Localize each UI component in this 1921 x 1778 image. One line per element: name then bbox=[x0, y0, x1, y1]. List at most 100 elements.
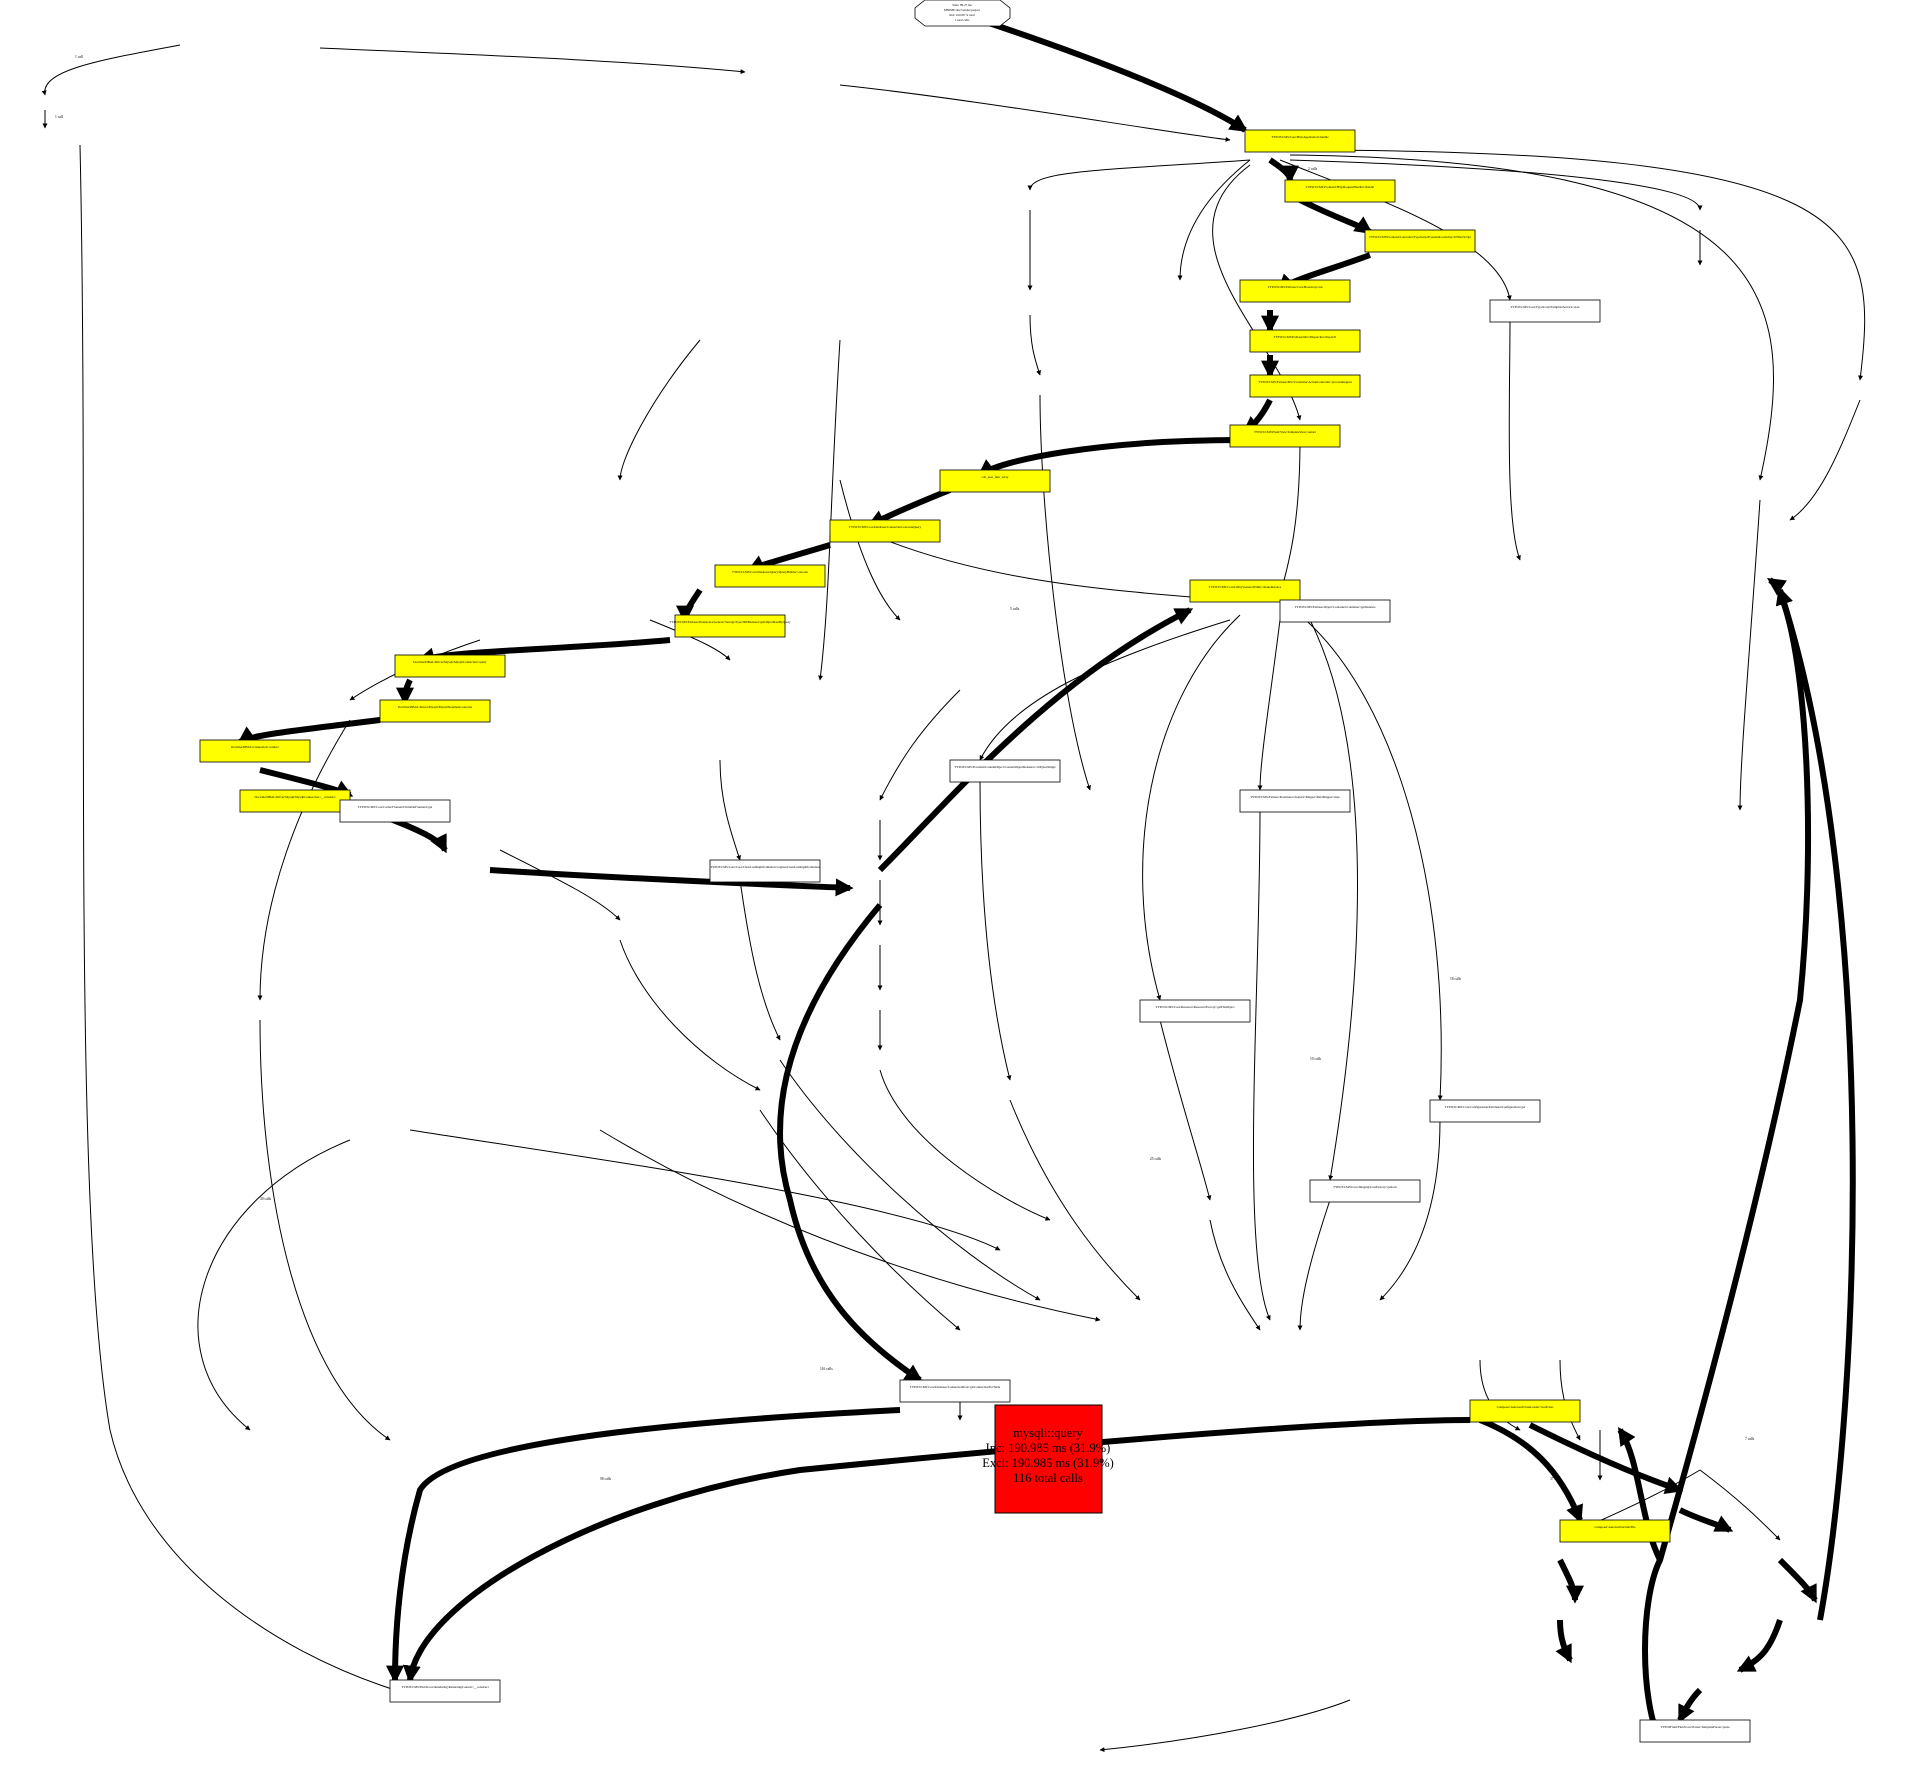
graph-node-box bbox=[1364, 229, 1476, 253]
graph-node-box bbox=[709, 859, 821, 883]
graph-node-label: TYPO3\CMS\Extbase\Persistence\Generic\St… bbox=[669, 620, 791, 624]
graph-node-box bbox=[714, 564, 826, 588]
graph-node[interactable]: TYPO3\CMS\Extbase\Persistence\Generic\Ma… bbox=[1239, 789, 1351, 813]
graph-node[interactable]: Doctrine\DBAL\Driver\Mysqli\MysqliConnec… bbox=[394, 654, 506, 678]
edge-label: 5 calls bbox=[1010, 607, 1020, 611]
graph-node-label: TYPO3\CMS\Extbase\Persistence\Generic\Ma… bbox=[1250, 795, 1340, 799]
graph-node-box bbox=[394, 654, 506, 678]
graph-node-box bbox=[1279, 599, 1391, 623]
graph-node[interactable]: TYPO3\CMS\Core\Imaging\IconFactory::getI… bbox=[1309, 1179, 1421, 1203]
graph-node-box bbox=[674, 614, 786, 638]
graph-node-box bbox=[239, 789, 351, 813]
graph-node[interactable]: TYPO3\CMS\Core\TypoScript\TemplateServic… bbox=[1489, 299, 1601, 323]
graph-node[interactable]: Composer\Autoload\includeFile bbox=[1559, 1519, 1671, 1543]
graph-node-box bbox=[899, 1379, 1011, 1403]
graph-node[interactable]: TYPO3\CMS\Frontend\Controller\TypoScript… bbox=[1364, 229, 1476, 253]
graph-node-label: TYPO3\CMS\Frontend\Controller\TypoScript… bbox=[1369, 235, 1471, 239]
graph-node[interactable]: call_user_func_array bbox=[939, 469, 1051, 493]
graph-node-box bbox=[949, 759, 1061, 783]
graph-node[interactable]: Doctrine\DBAL\Driver\Mysqli\MysqliStatem… bbox=[379, 699, 491, 723]
graph-node[interactable]: TYPO3\CMS\Core\Database\Query\QueryBuild… bbox=[714, 564, 826, 588]
graph-node[interactable]: TYPO3\CMS\Extbase\Mvc\Dispatcher::dispat… bbox=[1249, 329, 1361, 353]
graph-node[interactable]: Doctrine\DBAL\Connection::connect bbox=[199, 739, 311, 763]
edge-label: 116 calls bbox=[820, 1367, 833, 1371]
graph-node-label: Doctrine\DBAL\Driver\Mysqli\MysqliStatem… bbox=[398, 705, 473, 709]
graph-node[interactable]: Doctrine\DBAL\Driver\Mysqli\MysqliConnec… bbox=[239, 789, 351, 813]
graph-node-label: TYPO3\CMS\Core\Utility\GeneralUtility::m… bbox=[1209, 585, 1282, 589]
graph-node-label: call_user_func_array bbox=[982, 475, 1009, 479]
graph-node-label: TYPO3\CMS\Core\Core\ClassLoadingInformat… bbox=[710, 865, 820, 869]
graph-node-label: TYPO3Fluid\Fluid\Core\Parser\TemplatePar… bbox=[1660, 1725, 1730, 1729]
graph-node-box bbox=[1639, 1719, 1751, 1743]
graph-node-label: TYPO3\CMS\Fluid\Core\Rendering\Rendering… bbox=[401, 1685, 488, 1689]
graph-node-label: TYPO3\CMS\Frontend\ContentObject\Content… bbox=[954, 765, 1056, 769]
graph-node-box bbox=[1309, 1179, 1421, 1203]
graph-node[interactable]: TYPO3\CMS\Core\Cache\Frontend\VariableFr… bbox=[339, 799, 451, 823]
graph-node[interactable]: TYPO3\CMS\Frontend\ContentObject\Content… bbox=[949, 759, 1061, 783]
graph-node[interactable]: TYPO3\CMS\Core\Utility\GeneralUtility::m… bbox=[1189, 579, 1301, 603]
svg-text:$HOME/dev/vendor/project: $HOME/dev/vendor/project bbox=[944, 8, 980, 12]
graph-node-box bbox=[1249, 374, 1361, 398]
edge-label: 10 calls bbox=[1310, 1057, 1322, 1061]
graph-node-box bbox=[939, 469, 1051, 493]
graph-node[interactable]: TYPO3\CMS\Fluid\View\TemplateView::rende… bbox=[1229, 424, 1341, 448]
graph-node[interactable]: TYPO3\CMS\Extbase\Core\Bootstrap::run bbox=[1239, 279, 1351, 303]
graph-node-label: TYPO3\CMS\Extbase\Object\Container\Conta… bbox=[1294, 605, 1376, 609]
graph-node[interactable]: Composer\Autoload\ClassLoader::loadClass bbox=[1469, 1399, 1581, 1423]
graph-node-box bbox=[1429, 1099, 1541, 1123]
graph-node-label: Doctrine\DBAL\Driver\Mysqli\MysqliConnec… bbox=[254, 795, 335, 799]
graph-node[interactable]: TYPO3\CMS\Core\Resource\ResourceFactory:… bbox=[1139, 999, 1251, 1023]
graph-node[interactable]: TYPO3\CMS\Extbase\Mvc\Controller\ActionC… bbox=[1249, 374, 1361, 398]
root-node[interactable]: Stats: 89.27 ms $HOME/dev/vendor/project… bbox=[914, 0, 1011, 27]
graph-node-box bbox=[1249, 329, 1361, 353]
graph-node-box bbox=[1239, 279, 1351, 303]
edges-thick bbox=[237, 17, 1856, 1742]
graph-node[interactable]: TYPO3\CMS\Extbase\Persistence\Generic\St… bbox=[669, 614, 791, 638]
edge-label: 18 calls bbox=[1450, 977, 1462, 981]
graph-node-label: TYPO3\CMS\Core\Configuration\ExtensionCo… bbox=[1445, 1105, 1526, 1109]
hot-node-mysqli-query[interactable]: mysqli::query Inc: 190.985 ms (31.9%) Ex… bbox=[982, 1404, 1114, 1514]
graph-node-box bbox=[1229, 424, 1341, 448]
graph-node-label: Composer\Autoload\includeFile bbox=[1594, 1525, 1636, 1529]
graph-node-label: TYPO3\CMS\Core\Resource\ResourceFactory:… bbox=[1156, 1005, 1235, 1009]
edge-label: 37 calls bbox=[1550, 1477, 1562, 1481]
graph-node-box bbox=[1489, 299, 1601, 323]
edge-label: 2 calls bbox=[1308, 167, 1318, 171]
graph-node-box bbox=[1139, 999, 1251, 1023]
graph-node-label: TYPO3\CMS\Fluid\View\TemplateView::rende… bbox=[1254, 430, 1317, 434]
edge-label: 1 call bbox=[55, 115, 63, 119]
graph-node-box bbox=[339, 799, 451, 823]
graph-node-label: TYPO3\CMS\Core\Database\Connection::exec… bbox=[849, 525, 922, 529]
edge-label: 58 calls bbox=[600, 1477, 612, 1481]
graph-node-label: TYPO3\CMS\Core\Cache\Frontend\VariableFr… bbox=[358, 805, 433, 809]
graph-node-box bbox=[389, 1679, 501, 1703]
graph-node-box bbox=[1284, 179, 1396, 203]
graph-node-label: Composer\Autoload\ClassLoader::loadClass bbox=[1497, 1405, 1555, 1409]
edges-thin bbox=[41, 44, 1866, 1753]
graph-node-box bbox=[1239, 789, 1351, 813]
graph-node[interactable]: TYPO3Fluid\Fluid\Core\Parser\TemplatePar… bbox=[1639, 1719, 1751, 1743]
graph-node-label: TYPO3\CMS\Core\Database\ConnectionPool::… bbox=[910, 1385, 1001, 1389]
hot-node-excl: Excl: 190.985 ms (31.9%) bbox=[982, 1456, 1114, 1470]
graph-node[interactable]: TYPO3\CMS\Core\Http\Application::handle bbox=[1244, 129, 1356, 153]
graph-node-label: TYPO3\CMS\Extbase\Mvc\Controller\ActionC… bbox=[1258, 380, 1352, 384]
edge-label: 7 calls bbox=[1745, 1437, 1755, 1441]
graph-node[interactable]: TYPO3\CMS\Core\Configuration\ExtensionCo… bbox=[1429, 1099, 1541, 1123]
graph-node-label: TYPO3\CMS\Frontend\Http\RequestHandler::… bbox=[1306, 185, 1375, 189]
graph-node[interactable]: TYPO3\CMS\Extbase\Object\Container\Conta… bbox=[1279, 599, 1391, 623]
hot-node-incl: Inc: 190.985 ms (31.9%) bbox=[986, 1441, 1111, 1455]
svg-text:Stats: 89.27 ms: Stats: 89.27 ms bbox=[952, 3, 972, 7]
graph-node[interactable]: TYPO3\CMS\Frontend\Http\RequestHandler::… bbox=[1284, 179, 1396, 203]
graph-node[interactable]: TYPO3\CMS\Core\Database\ConnectionPool::… bbox=[899, 1379, 1011, 1403]
svg-text:1 total calls: 1 total calls bbox=[955, 18, 970, 22]
graph-node[interactable]: TYPO3\CMS\Fluid\Core\Rendering\Rendering… bbox=[389, 1679, 501, 1703]
nodes: TYPO3\CMS\Core\Http\Application::handleT… bbox=[199, 129, 1751, 1743]
graph-node-label: TYPO3\CMS\Extbase\Mvc\Dispatcher::dispat… bbox=[1274, 335, 1337, 339]
graph-node-box bbox=[379, 699, 491, 723]
graph-node-label: TYPO3\CMS\Core\Database\Query\QueryBuild… bbox=[732, 570, 809, 574]
graph-node[interactable]: TYPO3\CMS\Core\Core\ClassLoadingInformat… bbox=[709, 859, 821, 883]
graph-node[interactable]: TYPO3\CMS\Core\Database\Connection::exec… bbox=[829, 519, 941, 543]
graph-node-box bbox=[199, 739, 311, 763]
graph-node-label: TYPO3\CMS\Core\Imaging\IconFactory::getI… bbox=[1333, 1185, 1397, 1189]
